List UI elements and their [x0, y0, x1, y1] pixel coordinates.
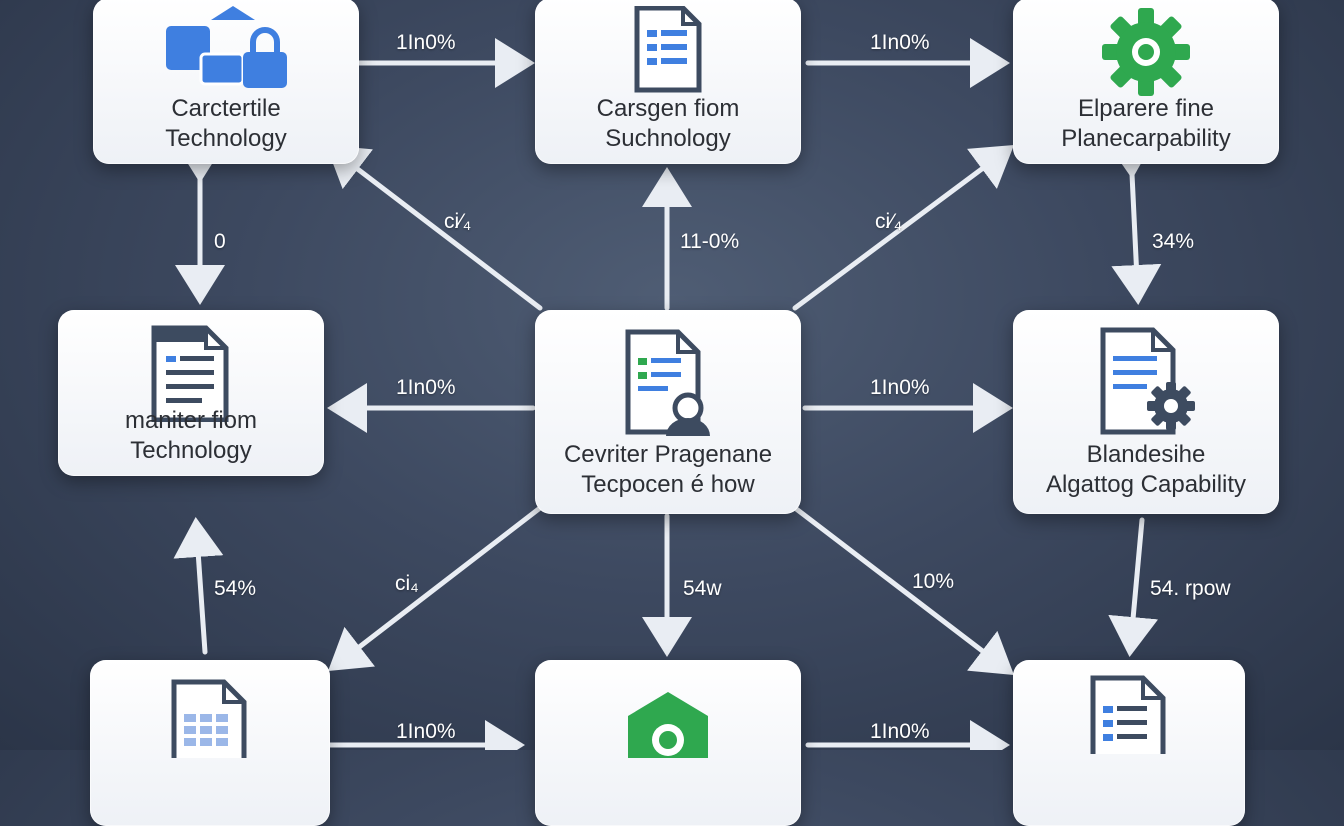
node-mid-left-label: maniter fiom Technology [124, 407, 258, 464]
node-top-right[interactable]: Elparere fine Planecarpability [1013, 0, 1279, 164]
arrow-diag-upper-left [326, 144, 543, 311]
node-top-left-label: Carctertile Technology [165, 95, 287, 152]
edge-label-bottom-left-to-center: 1In0% [396, 720, 456, 743]
edge-label-center-to-mid-left: 1In0% [396, 376, 456, 399]
document-gear-icon [1091, 326, 1201, 443]
connector-arrows [173, 38, 1162, 750]
node-bottom-right[interactable] [1013, 660, 1245, 826]
edge-label-left-vertical-lower: 54% [214, 577, 257, 600]
edge-label-center-to-mid-right: 1In0% [870, 376, 930, 399]
edge-label-diag-upper-right: ci⁄₄ [875, 210, 903, 233]
document-table-icon [164, 678, 256, 781]
node-center[interactable]: Cevriter Pragenane Tecpocen é how [535, 310, 801, 514]
arrow-diag-lower-left [328, 505, 543, 672]
node-top-right-label: Elparere fine Planecarpability [1061, 95, 1231, 152]
edge-label-center-down: 54w [683, 577, 722, 600]
gear-icon [1098, 6, 1194, 103]
cloud-upload-lock-icon [161, 6, 291, 97]
node-top-center-label: Carsgen fiom Suchnology [596, 95, 740, 152]
arrow-right-vertical-lower [1108, 517, 1159, 657]
node-mid-right-label: Blandesihe Algattog Capability [1045, 441, 1247, 498]
edge-label-diag-lower-right: 10% [912, 570, 955, 593]
node-top-left[interactable]: Carctertile Technology [93, 0, 359, 164]
edge-label-right-vertical-upper: 34% [1152, 230, 1195, 253]
node-bottom-center[interactable] [535, 660, 801, 826]
edge-label-center-up: 11-0% [680, 230, 740, 253]
edge-label-right-vertical-lower: 54. rpow [1150, 577, 1231, 600]
document-list-icon [1083, 674, 1175, 777]
edge-label-left-vertical-upper: 0 [214, 230, 226, 253]
arrow-diag-upper-right [792, 145, 1015, 311]
arrow-left-vertical-lower [173, 517, 224, 655]
document-user-icon [618, 328, 718, 443]
node-mid-right[interactable]: Blandesihe Algattog Capability [1013, 310, 1279, 514]
node-top-center[interactable]: Carsgen fiom Suchnology [535, 0, 801, 164]
node-mid-left[interactable]: maniter fiom Technology [58, 310, 324, 476]
node-bottom-left[interactable] [90, 660, 330, 826]
edge-label-bottom-center-to-right: 1In0% [870, 720, 930, 743]
edge-label-top-left-to-center: 1In0% [396, 31, 456, 54]
document-list-icon [623, 5, 713, 99]
node-center-label: Cevriter Pragenane Tecpocen é how [563, 441, 773, 498]
arrow-diag-lower-right [792, 505, 1014, 676]
edge-label-top-center-to-right: 1In0% [870, 31, 930, 54]
green-hexagon-icon [618, 688, 718, 764]
arrow-right-vertical-upper [1105, 137, 1162, 305]
edge-label-diag-upper-left: ci⁄₄ [444, 210, 472, 233]
flow-diagram: 1In0% 1In0% ci⁄₄ 11-0% ci⁄₄ 0 34% 1In0% … [58, 0, 1279, 826]
document-lines-icon [146, 324, 236, 427]
edge-label-diag-lower-left: ci₄ [395, 572, 419, 595]
